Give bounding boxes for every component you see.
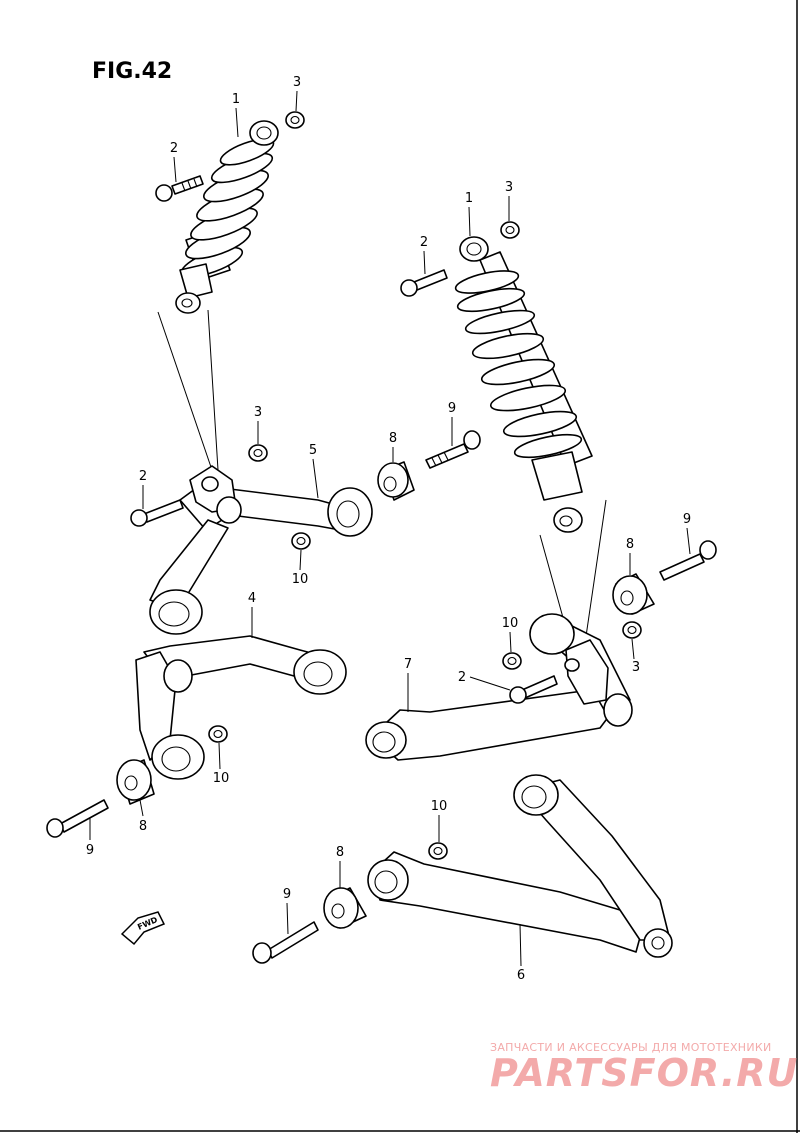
arm-6 <box>367 774 673 958</box>
callout-1: 1 <box>465 191 473 206</box>
watermark-brand: PARTSFOR.RU <box>490 1051 798 1095</box>
left-shock-absorber <box>175 120 279 314</box>
callout-3: 3 <box>254 405 262 420</box>
bolt-9-left <box>46 799 109 838</box>
nut-10-bottom <box>428 842 448 860</box>
nut-10-right <box>502 652 522 670</box>
bushing-8-bottom <box>323 887 367 929</box>
figure-title: FIG.42 <box>92 59 172 84</box>
callout-2: 2 <box>420 235 428 250</box>
callout-9: 9 <box>283 887 291 902</box>
callout-4: 4 <box>248 591 256 606</box>
callout-3: 3 <box>632 660 640 675</box>
nut-10-upper <box>291 532 311 550</box>
right-shock-absorber <box>454 236 593 533</box>
callout-9: 9 <box>86 843 94 858</box>
callout-8: 8 <box>139 819 147 834</box>
watermark-tagline: ЗАПЧАСТИ И АКСЕССУАРЫ ДЛЯ МОТОТЕХНИКИ <box>490 1041 772 1054</box>
callout-2: 2 <box>170 141 178 156</box>
callout-2: 2 <box>139 469 147 484</box>
callout-10: 10 <box>431 799 448 814</box>
callout-3: 3 <box>505 180 513 195</box>
callout-8: 8 <box>389 431 397 446</box>
callout-10: 10 <box>292 572 309 587</box>
arm-4 <box>135 635 347 780</box>
bolt-2-middle <box>130 499 184 527</box>
bolt-9-bottom <box>252 921 319 964</box>
callout-3: 3 <box>293 75 301 90</box>
alignment-line <box>207 309 219 471</box>
nut-3-upper-left <box>285 111 305 129</box>
nut-3-upper-right <box>500 221 520 239</box>
bushing-8-left <box>116 759 155 805</box>
arm-7 <box>365 613 633 761</box>
callout-5: 5 <box>309 443 317 458</box>
alignment-line <box>583 499 607 651</box>
alignment-line <box>157 311 213 471</box>
callout-10: 10 <box>213 771 230 786</box>
nut-3-middle <box>248 444 268 462</box>
bolt-9-upper <box>425 430 481 469</box>
callout-6: 6 <box>517 968 525 983</box>
nut-10-left <box>208 725 228 743</box>
bolt-9-right <box>659 540 717 581</box>
upper-arm-5 <box>149 465 373 635</box>
callout-7: 7 <box>404 657 412 672</box>
callout-9: 9 <box>448 401 456 416</box>
callout-1: 1 <box>232 92 240 107</box>
callout-2: 2 <box>458 670 466 685</box>
bolt-2-upper-right <box>400 269 448 297</box>
bolt-2-upper-left <box>155 175 204 202</box>
callout-8: 8 <box>336 845 344 860</box>
callout-10: 10 <box>502 616 519 631</box>
callout-8: 8 <box>626 537 634 552</box>
bushing-8-upper <box>377 461 415 501</box>
bushing-8-right <box>612 573 655 615</box>
fwd-arrow-icon: FWD <box>120 911 166 946</box>
nut-3-right <box>622 621 642 639</box>
bolt-2-right <box>509 675 558 704</box>
callout-9: 9 <box>683 512 691 527</box>
